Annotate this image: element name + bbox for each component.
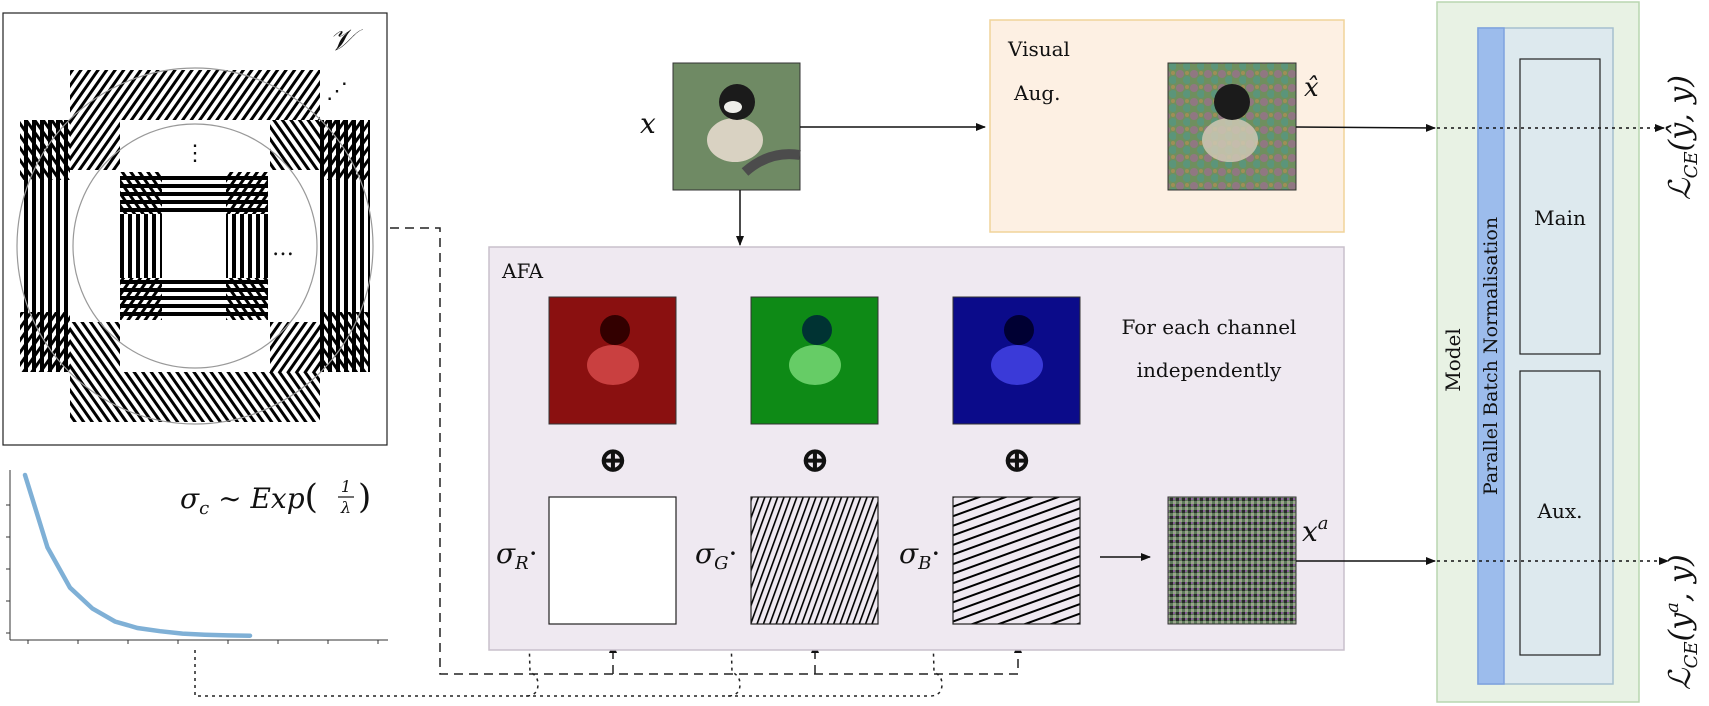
blue-bird-head <box>1004 315 1034 345</box>
dotted-to-sigma-b <box>728 599 943 697</box>
visual-aug-box: Visual Aug. x̂ <box>989 19 1345 233</box>
bird-body <box>707 118 763 162</box>
loss-bottom: ℒCE(ya, y) <box>1662 554 1702 690</box>
red-bird <box>587 345 639 385</box>
sigma-r-label: σR· <box>496 537 538 574</box>
frac-den: λ <box>340 498 351 517</box>
afa-box: AFA For each channel independently ⊕ ⊕ ⊕… <box>488 246 1345 651</box>
x-input-label: x <box>640 107 656 140</box>
dotted-to-sigma-r <box>194 599 539 697</box>
b-filter <box>952 496 1081 625</box>
main-label: Main <box>1534 206 1586 230</box>
inner-circle <box>72 123 318 369</box>
green-bird <box>789 345 841 385</box>
input-image-group: x <box>640 62 801 191</box>
close-paren: ) <box>358 477 371 517</box>
x-hat-label: x̂ <box>1304 73 1319 103</box>
arrow-xhat-to-model <box>1295 123 1436 132</box>
dashed-connectors <box>194 227 1022 697</box>
filter-bank-outer-ring <box>20 70 370 422</box>
dashed-filter-connector <box>390 227 1022 675</box>
outer-circle <box>16 67 374 425</box>
pbn-bar <box>1477 27 1505 685</box>
loss-top: ℒCE(ŷ, y) <box>1663 75 1702 200</box>
sigma-b-label: σB· <box>899 537 940 574</box>
visual-aug-label-2: Aug. <box>1013 81 1060 105</box>
bird-cheek <box>724 101 742 113</box>
plot-ticks <box>6 504 379 644</box>
horizontal-dots: … <box>272 236 294 261</box>
aux-branch-box <box>1519 370 1601 656</box>
g-filter <box>750 496 879 625</box>
filter-bank-panel: 𝒱 ⋰ ⋮ … <box>2 12 388 446</box>
diagonal-dots: ⋰ <box>326 79 348 104</box>
bird-branch <box>741 149 801 176</box>
oplus-g: ⊕ <box>800 439 830 481</box>
sigma-dist-label: σc ∼ Exp( <box>180 477 318 519</box>
frac-num: 1 <box>341 477 351 496</box>
blue-bird <box>991 345 1043 385</box>
r-filter <box>548 496 677 625</box>
exp-curve <box>22 472 253 638</box>
red-bird-head <box>600 315 630 345</box>
model-block: Model Parallel Batch Normalisation Main … <box>1436 1 1640 703</box>
afa-output-image <box>1167 496 1297 625</box>
model-label: Model <box>1441 328 1465 392</box>
exp-distribution-plot: σc ∼ Exp( 1 λ ) <box>6 470 388 644</box>
main-branch-box <box>1519 58 1601 355</box>
oplus-b: ⊕ <box>1002 439 1032 481</box>
visual-aug-label-1: Visual <box>1007 37 1070 61</box>
oplus-r: ⊕ <box>598 439 628 481</box>
pbn-label: Parallel Batch Normalisation <box>1480 217 1502 495</box>
aug-bird-body <box>1202 118 1258 162</box>
afa-label: AFA <box>501 259 544 283</box>
filter-bank-inner-ring <box>120 172 268 320</box>
sigma-g-label: σG· <box>695 537 737 574</box>
green-bird-head <box>802 315 832 345</box>
x-a-label: xa <box>1302 513 1329 548</box>
aug-bird-head <box>1214 84 1250 120</box>
channel-note-2: independently <box>1137 358 1282 382</box>
vertical-dots: ⋮ <box>184 141 206 166</box>
dotted-to-sigma-g <box>526 599 741 697</box>
channel-note-1: For each channel <box>1122 315 1297 339</box>
aux-label: Aux. <box>1537 499 1583 523</box>
